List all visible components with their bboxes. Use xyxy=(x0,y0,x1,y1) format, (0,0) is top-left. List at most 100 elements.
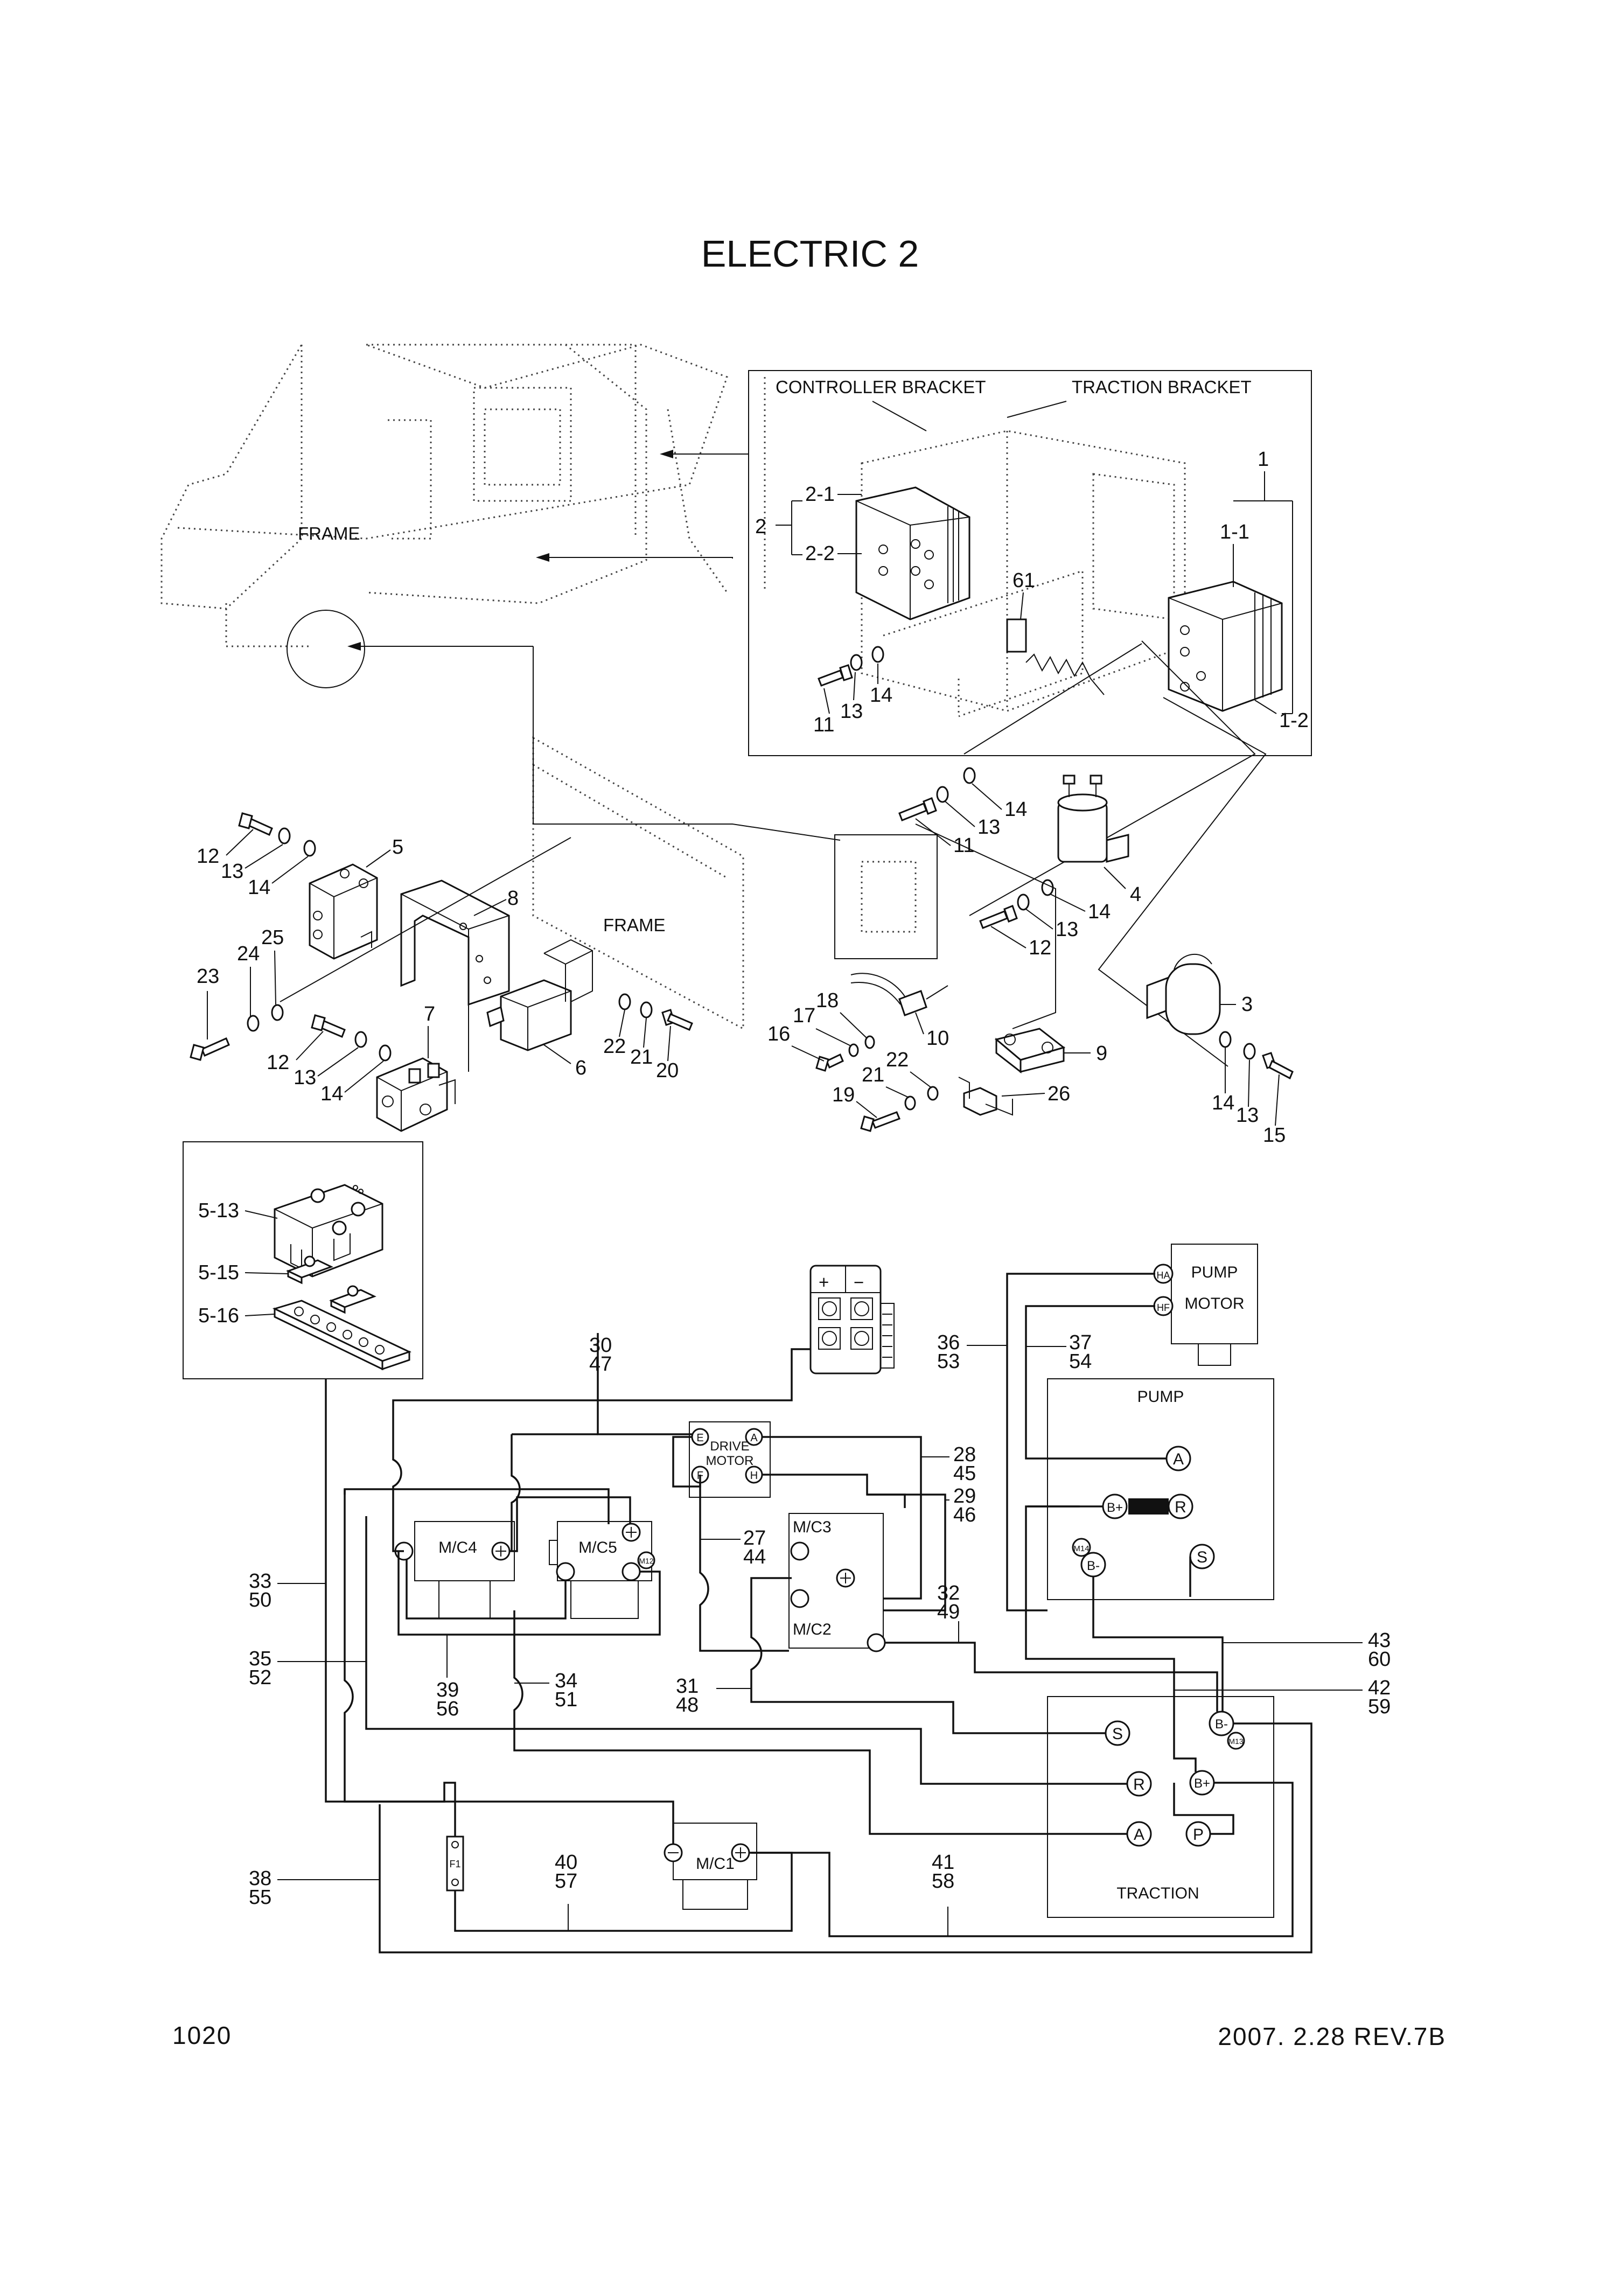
wire-label-37: 37 xyxy=(1069,1331,1092,1354)
leaders xyxy=(296,1031,384,1093)
wire-label-47: 47 xyxy=(589,1353,612,1376)
label-frame-mid: FRAME xyxy=(603,915,666,935)
callout-11b: 11 xyxy=(953,834,974,857)
mc2-terminal xyxy=(790,1589,809,1608)
part-4-contactor xyxy=(1057,774,1129,863)
terminal-ha-label: HA xyxy=(1156,1270,1170,1281)
fuse-label: F1 xyxy=(449,1859,460,1869)
callout-14c: 14 xyxy=(1088,901,1111,923)
wire-label-51: 51 xyxy=(555,1688,577,1711)
leader xyxy=(366,849,391,868)
battery-minus-icon: − xyxy=(854,1272,864,1292)
callout-16: 16 xyxy=(767,1023,790,1045)
callout-13c: 13 xyxy=(1056,918,1078,941)
wire-label-27: 27 xyxy=(743,1527,766,1550)
wire-label-57: 57 xyxy=(555,1870,577,1893)
inset-callout-5-16: 5-16 xyxy=(198,1304,239,1327)
bracket-1 xyxy=(1233,471,1293,714)
part-8-bracket xyxy=(400,880,510,1006)
part-61 xyxy=(1006,618,1105,695)
pump-controller-label: PUMP xyxy=(1137,1388,1184,1406)
callout-7: 7 xyxy=(424,1003,435,1025)
contactor-mc1-label: M/C1 xyxy=(696,1855,735,1873)
bolt-set-h xyxy=(618,993,693,1031)
pump-motor-shaft xyxy=(1198,1343,1231,1366)
bracket-detail-box xyxy=(748,370,1312,756)
leader xyxy=(245,1210,278,1219)
bracket-2 xyxy=(776,500,802,555)
leaders xyxy=(1225,1048,1280,1126)
pump-terminal-m14-label: M14 xyxy=(1073,1544,1089,1553)
part-26 xyxy=(958,1077,1013,1116)
callout-26: 26 xyxy=(1048,1083,1070,1105)
bolt-set-f xyxy=(190,1004,284,1061)
wiring-schematic: + − PUMP MOTOR HA HF PUMP A B+ xyxy=(249,1244,1391,1953)
drive-motor-label-1: DRIVE xyxy=(710,1439,749,1454)
page-number: 1020 xyxy=(172,2021,232,2049)
leaders xyxy=(823,664,878,714)
callout-13e: 13 xyxy=(221,860,243,883)
wire-label-41: 41 xyxy=(932,1851,954,1874)
mc5-terminal-left xyxy=(556,1562,575,1581)
pump-terminal-r xyxy=(1168,1494,1193,1519)
pump-motor-label-1: PUMP xyxy=(1191,1264,1238,1281)
wire-label-49: 49 xyxy=(937,1601,960,1623)
callout-10: 10 xyxy=(926,1027,949,1050)
leader xyxy=(1254,700,1277,714)
pump-terminal-s-label: S xyxy=(1197,1548,1207,1566)
callout-25: 25 xyxy=(261,926,284,949)
leader xyxy=(915,1012,924,1035)
frame-outline xyxy=(160,341,766,1030)
contactor-mc3-label: M/C3 xyxy=(793,1518,832,1536)
wire-label-28: 28 xyxy=(953,1443,976,1466)
leader xyxy=(1001,1093,1045,1097)
leaders xyxy=(619,1009,671,1062)
part-10 xyxy=(850,973,948,1016)
frame-detail-circle xyxy=(287,610,365,688)
leader xyxy=(245,1272,289,1274)
callout-11a: 11 xyxy=(813,714,834,736)
traction-controller-label: TRACTION xyxy=(1116,1885,1199,1902)
wire-label-55: 55 xyxy=(249,1886,271,1909)
callout-13d: 13 xyxy=(1236,1104,1259,1127)
wire-label-40: 40 xyxy=(555,1851,577,1874)
page-title: ELECTRIC 2 xyxy=(701,233,919,275)
drive-terminal-e-label: E xyxy=(696,1432,703,1444)
label-frame-top: FRAME xyxy=(298,524,360,543)
inset-part-5-13 xyxy=(274,1184,383,1278)
leaders xyxy=(856,1071,932,1118)
controller-2 xyxy=(855,486,970,620)
callout-1-1: 1-1 xyxy=(1220,521,1249,543)
callout-22a: 22 xyxy=(603,1035,626,1058)
terminal-m13-label: M13 xyxy=(1228,1737,1243,1746)
callout-24: 24 xyxy=(237,943,260,965)
leader xyxy=(1020,592,1024,620)
callout-1-2: 1-2 xyxy=(1279,709,1309,732)
wire-label-35: 35 xyxy=(249,1648,271,1670)
wire-label-56: 56 xyxy=(436,1698,459,1720)
bolt-set-c xyxy=(979,879,1054,929)
contactor-mc3-mc2 xyxy=(788,1513,884,1649)
callout-6: 6 xyxy=(575,1057,586,1079)
traction-terminal-bminus-label: B- xyxy=(1215,1717,1228,1732)
wire-label-38: 38 xyxy=(249,1867,271,1890)
label-traction-bracket: TRACTION BRACKET xyxy=(1072,377,1252,397)
traction-terminal-s-label: S xyxy=(1112,1725,1123,1743)
terminal-m13 xyxy=(1227,1732,1245,1750)
wire-label-30: 30 xyxy=(589,1334,612,1357)
callout-4: 4 xyxy=(1130,883,1141,906)
wire-label-leaders xyxy=(277,1345,1363,1936)
callout-14d: 14 xyxy=(1212,1092,1234,1114)
callout-12a: 12 xyxy=(197,845,219,868)
terminal-m12 xyxy=(637,1551,655,1569)
part-3-capacitor xyxy=(1146,954,1221,1035)
contactor-mc5-base xyxy=(570,1580,639,1619)
callout-18: 18 xyxy=(816,989,839,1012)
leader xyxy=(473,899,507,916)
wire-label-54: 54 xyxy=(1069,1350,1092,1373)
pump-motor xyxy=(1171,1244,1258,1344)
terminal-m12-label: M12 xyxy=(639,1557,653,1565)
plus-icon xyxy=(735,1847,746,1858)
drive-terminal-a-label: A xyxy=(750,1432,758,1444)
part-7-contactor xyxy=(376,1057,456,1132)
